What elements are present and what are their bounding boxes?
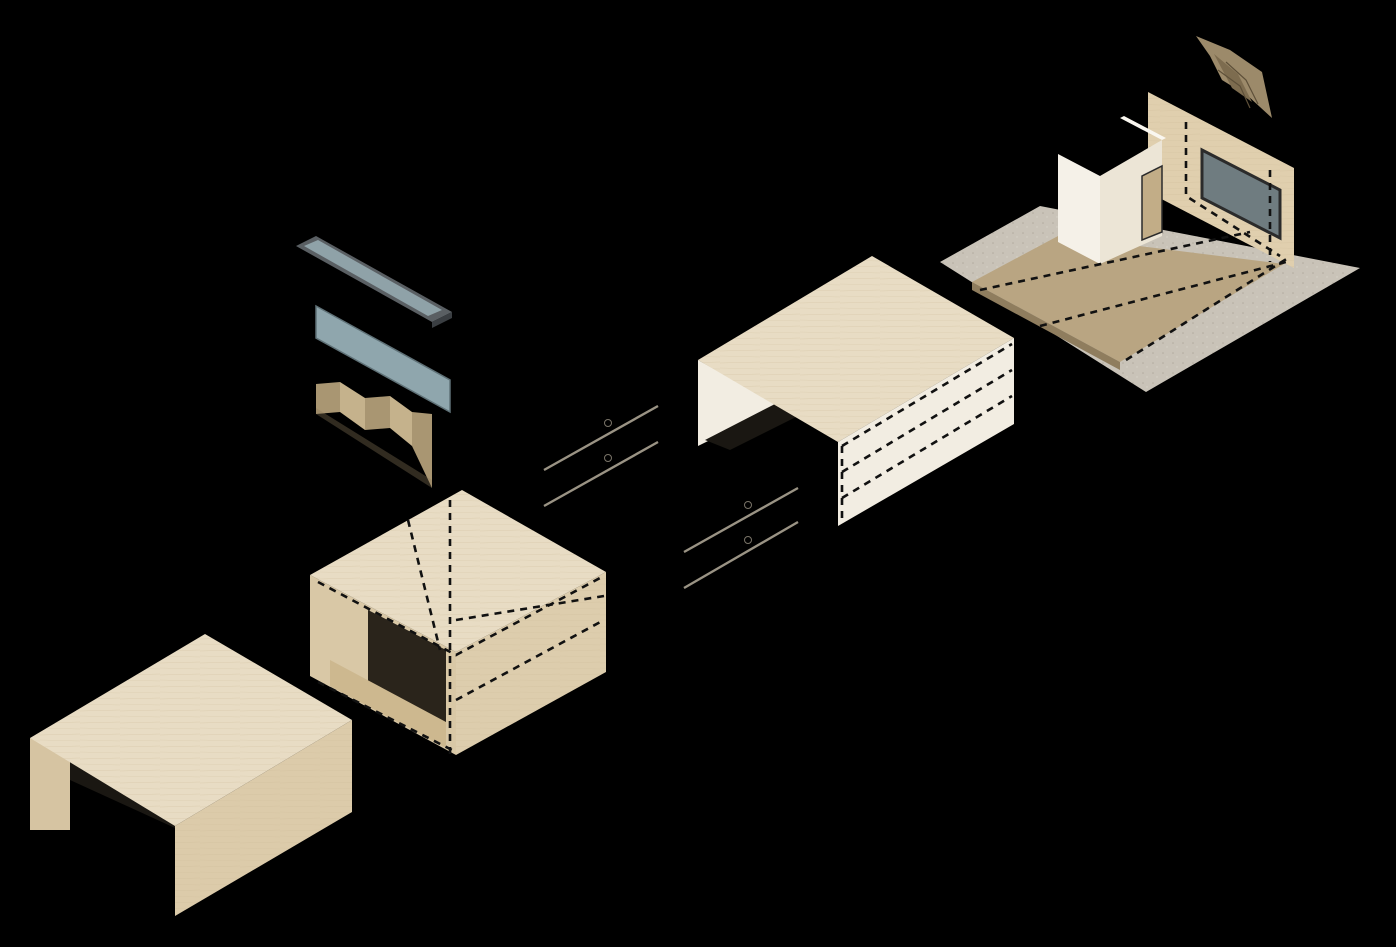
box-module bbox=[310, 490, 606, 760]
u-shell-top-inner-shadow bbox=[705, 404, 800, 450]
glass-pane bbox=[315, 304, 451, 414]
u-shell-top-front-wall bbox=[838, 338, 1014, 526]
room-door bbox=[1141, 164, 1163, 242]
u-shell-bottom-left-wall bbox=[30, 738, 70, 830]
assembled-room bbox=[940, 92, 1360, 392]
box-module-interior-floor bbox=[330, 660, 446, 748]
room-floor-edge bbox=[972, 282, 1120, 370]
u-shell-top-left-wall bbox=[698, 360, 775, 446]
window-frame bbox=[296, 236, 452, 328]
u-shell-bottom bbox=[30, 634, 352, 916]
room-floor bbox=[972, 236, 1284, 362]
folded-panel bbox=[316, 382, 432, 488]
connector-rods-lower bbox=[683, 486, 799, 590]
connector-rods-upper bbox=[543, 404, 659, 508]
room-window bbox=[1200, 147, 1282, 241]
room-hidden-lines bbox=[979, 122, 1289, 362]
fan-fixture bbox=[1196, 36, 1272, 118]
box-module-hidden-lines bbox=[317, 500, 605, 760]
u-shell-top bbox=[698, 256, 1014, 526]
room-white-partition bbox=[1058, 154, 1100, 264]
